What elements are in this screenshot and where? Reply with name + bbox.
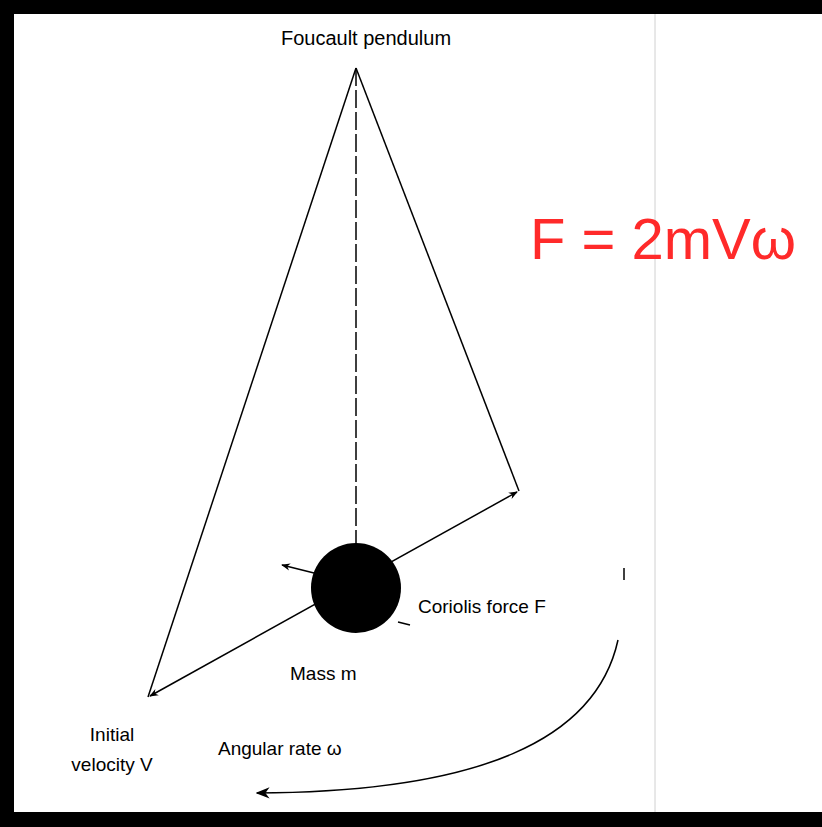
- white-panel: [14, 14, 822, 812]
- force-label: Coriolis force F: [418, 596, 546, 619]
- rotation-arrow: [257, 640, 618, 793]
- formula-label: F = 2mVω: [530, 204, 796, 274]
- mass-label: Mass m: [290, 663, 357, 686]
- divider-line: [655, 14, 656, 812]
- velocity-arrow: [150, 492, 517, 696]
- pendulum-bob: [311, 543, 401, 633]
- coriolis-arrow: [282, 565, 318, 574]
- tick-mark: [623, 568, 625, 580]
- pendulum-string: [355, 68, 357, 548]
- rate-label: Angular rate ω: [218, 738, 342, 761]
- tick-mark: [398, 622, 410, 625]
- swing-line: [356, 68, 519, 491]
- velocity-label: Initial velocity V: [57, 720, 167, 780]
- title-label: Foucault pendulum: [281, 26, 451, 50]
